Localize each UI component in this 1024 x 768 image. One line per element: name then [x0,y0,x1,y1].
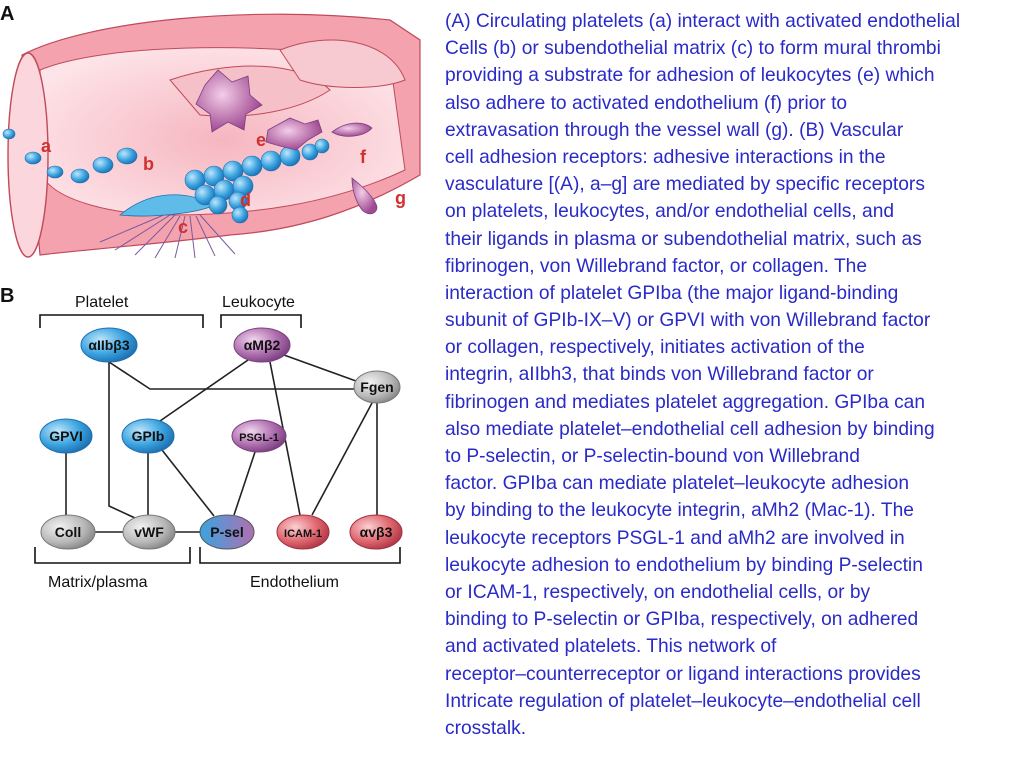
node-shape [40,514,96,550]
node-label: αvβ3 [360,524,393,540]
node-label: αIIbβ3 [88,337,129,353]
edge-aIIbb3-Fgen [108,361,354,390]
node-vWF: vWF [122,514,176,550]
caption-line: interaction of platelet GPIba (the major… [445,282,899,304]
caption-line: factor. GPIba can mediate platelet–leuko… [445,473,909,495]
vessel-illustration [2,13,421,259]
edge-Fgen-ICAM1 [311,402,373,516]
node-avb3: αvβ3 [349,514,403,550]
caption-line: cell adhesion receptors: adhesive intera… [445,146,886,168]
group-label-matrix-plasma: Matrix/plasma [48,574,148,591]
node-label: GPVI [49,428,82,444]
node-label: ICAM-1 [284,528,322,540]
group-label-leukocyte: Leukocyte [222,294,295,311]
caption-line: integrin, aIIbh3, that binds von Willebr… [445,364,874,386]
node-Fgen: Fgen [353,370,401,404]
edge-aIIbb3-vWF [108,362,136,519]
node-shape [231,419,287,453]
node-label: GPIb [132,428,165,444]
node-shape [199,514,255,550]
node-shape [122,514,176,550]
node-label: αMβ2 [244,337,281,353]
node-shape [121,418,175,454]
node-GPVI: GPVI [39,418,93,454]
node-shape [349,514,403,550]
caption-line: fibrinogen and mediates platelet aggrega… [445,391,926,413]
part-label-d: d [240,190,251,210]
group-brackets [34,314,401,564]
caption-line: subunit of GPIb-IX–V) or GPVI with von W… [445,310,931,332]
node-label: PSGL-1 [239,432,279,444]
node-Psel: P-sel [199,514,255,550]
caption-line: (A) Circulating platelets (a) interact w… [445,11,961,32]
figure-caption: (A) Circulating platelets (a) interact w… [445,8,1024,742]
part-label-a: a [41,136,52,156]
node-shape [80,327,138,363]
caption-line: crosstalk. [445,717,527,739]
network-edges [65,354,378,533]
caption-line: fibrinogen, von Willebrand factor, or co… [445,255,868,277]
group-label-platelet: Platelet [75,294,129,311]
caption-line: on platelets, leukocytes, and/or endothe… [445,201,895,223]
caption-line: also adhere to activated endothelium (f)… [445,92,848,114]
caption-line: to P-selectin, or P-selectin-bound von W… [445,446,860,467]
caption-line: and activated platelets. This network of [445,636,777,658]
node-label: vWF [134,524,164,540]
edge-aMb2-Fgen [283,354,357,382]
caption-line: Intricate regulation of platelet–leukocy… [445,690,921,712]
node-shape [39,418,93,454]
part-label-f: f [360,147,367,167]
node-label: P-sel [210,524,243,540]
node-label: Coll [55,524,81,540]
caption-line: binding to P-selectin or GPIba, respecti… [445,609,919,631]
figure: A [0,3,421,591]
edge-GPIb-Psel [161,449,215,517]
caption-line: leukocyte receptors PSGL-1 and aMh2 are … [445,527,905,549]
part-label-e: e [256,130,266,150]
caption-line: leukocyte adhesion to endothelium by bin… [445,554,923,576]
caption-line: or collagen, respectively, initiates act… [445,337,865,359]
panel-a-label: A [0,3,14,25]
node-shape [353,370,401,404]
group-label-endothelium: Endothelium [250,574,339,591]
node-aMb2: αMβ2 [233,327,291,363]
caption-line: providing a substrate for adhesion of le… [445,65,935,87]
caption-line: extravasation through the vessel wall (g… [445,119,904,141]
caption-line: receptor–counterreceptor or ligand inter… [445,663,921,685]
part-label-b: b [143,154,154,174]
node-Coll: Coll [40,514,96,550]
caption-line: also mediate platelet–endothelial cell a… [445,418,935,440]
caption-line: or ICAM-1, respectively, on endothelial … [445,581,871,603]
node-GPIb: GPIb [121,418,175,454]
node-shape [276,514,330,550]
part-label-c: c [178,217,188,237]
node-aIIbb3: αIIbβ3 [80,327,138,363]
node-ICAM1: ICAM-1 [276,514,330,550]
node-PSGL1: PSGL-1 [231,419,287,453]
part-label-g: g [395,188,406,208]
edge-aMb2-GPIb [159,359,249,422]
caption-line: by binding to the leukocyte integrin, aM… [445,500,914,522]
panel-b-label: B [0,285,14,307]
caption-line: vasculature [(A), a–g] are mediated by s… [445,174,925,196]
node-shape [233,327,291,363]
caption-line: their ligands in plasma or subendothelia… [445,228,922,250]
edge-PSGL1-Psel [233,451,256,516]
caption-line: Cells (b) or subendothelial matrix (c) t… [445,38,941,60]
node-label: Fgen [360,379,393,395]
panel-a-part-labels: a b c d e f g [41,130,406,237]
